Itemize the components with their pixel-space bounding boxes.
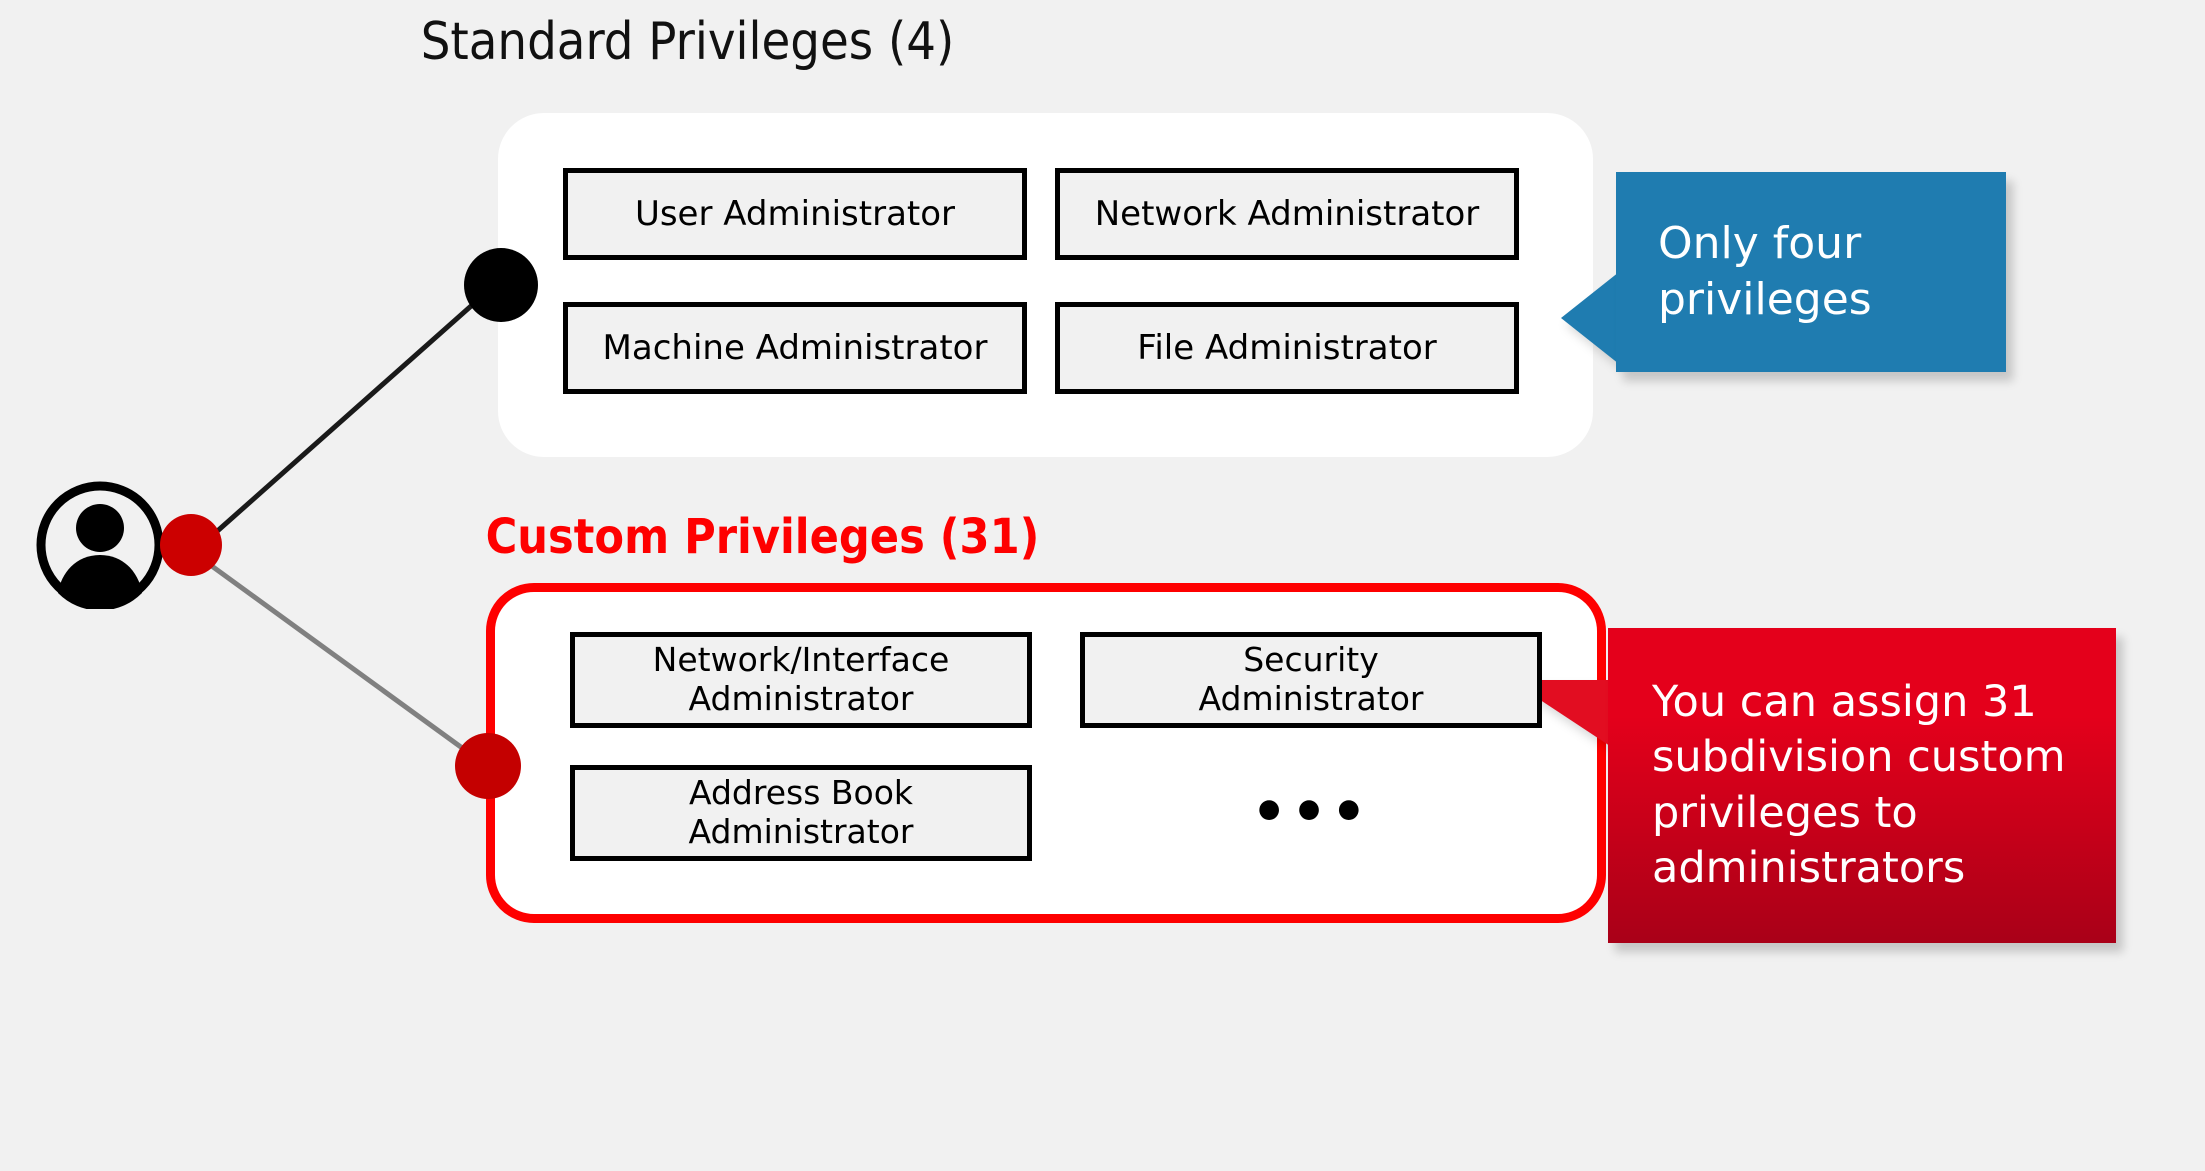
person-icon	[36, 481, 164, 611]
blue-callout-text: Only four privileges	[1658, 217, 1872, 325]
blue-callout: Only four privileges	[1616, 172, 2006, 372]
red-callout: You can assign 31 subdivision custom pri…	[1608, 628, 2116, 943]
privilege-box-user-administrator[interactable]: User Administrator	[563, 168, 1027, 260]
avatar-connector-dot	[160, 514, 222, 576]
more-privileges-ellipsis: •••	[1251, 780, 1371, 845]
custom-branch-node	[455, 733, 521, 799]
privilege-box-file-administrator[interactable]: File Administrator	[1055, 302, 1519, 394]
privilege-box-machine-administrator[interactable]: Machine Administrator	[563, 302, 1027, 394]
link-avatar-to-standard-node	[194, 281, 499, 552]
custom-privileges-title: Custom Privileges (31)	[485, 509, 1040, 565]
red-callout-text: You can assign 31 subdivision custom pri…	[1652, 677, 2066, 893]
blue-callout-arrow-icon	[1561, 272, 1619, 364]
standard-privileges-panel	[498, 113, 1593, 457]
standard-branch-node	[464, 248, 538, 322]
administrator-avatar	[36, 481, 164, 611]
privilege-box-address-book-administrator[interactable]: Address Book Administrator	[570, 765, 1032, 861]
link-avatar-to-custom-node	[196, 553, 489, 769]
privilege-box-network-administrator[interactable]: Network Administrator	[1055, 168, 1519, 260]
privilege-box-security-administrator[interactable]: Security Administrator	[1080, 632, 1542, 728]
privilege-box-network-interface-administrator[interactable]: Network/Interface Administrator	[570, 632, 1032, 728]
standard-privileges-title: Standard Privileges (4)	[420, 12, 955, 72]
